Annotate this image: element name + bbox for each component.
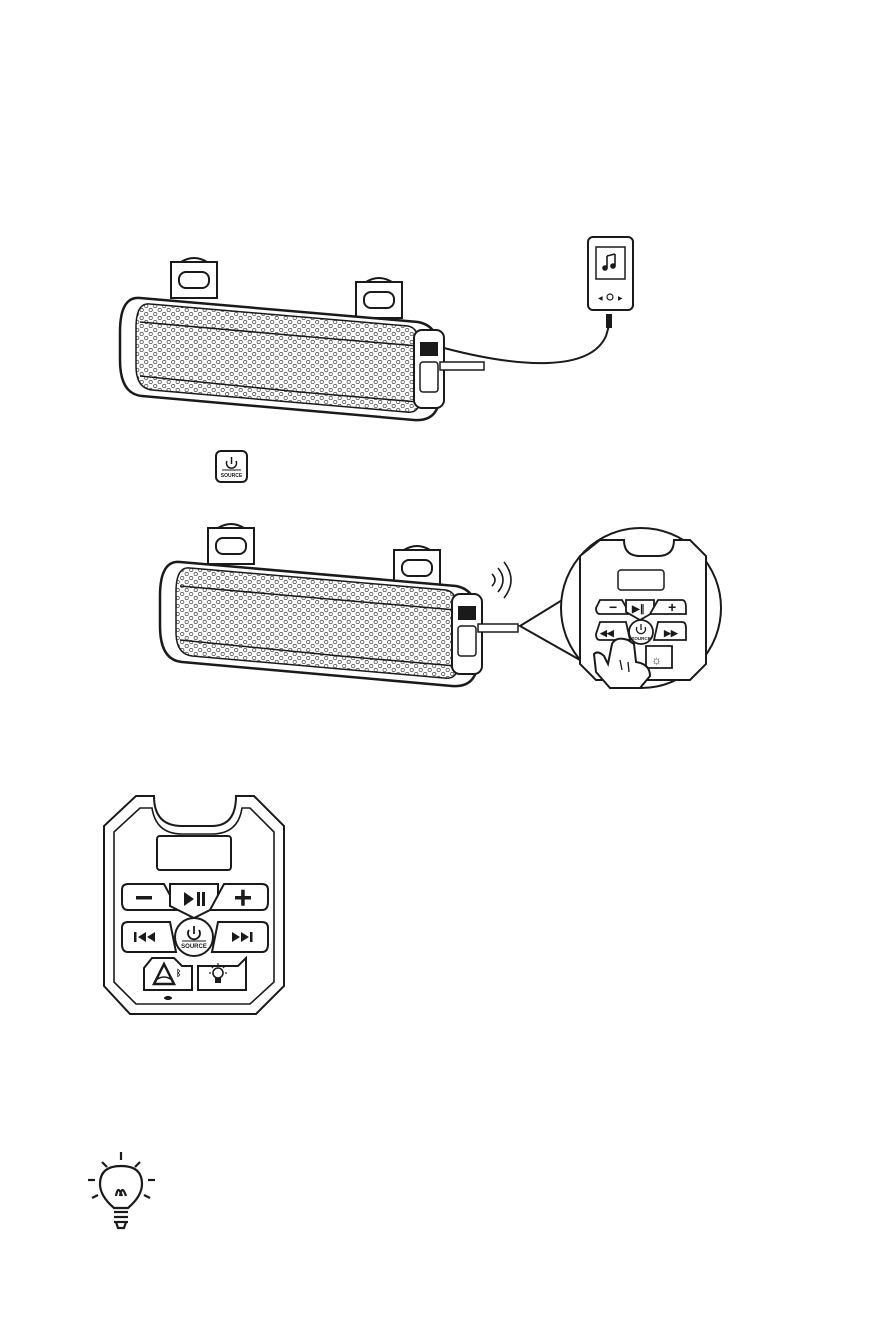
inline-source-label: SOURCE — [221, 473, 243, 479]
control-panel-diagram: SOURCE ᛒ — [104, 796, 284, 1014]
zoom-source-label: SOURCE — [631, 636, 650, 641]
svg-text:ᛒ: ᛒ — [176, 968, 181, 978]
mount-clamp-right — [356, 278, 402, 318]
svg-text:▶▶: ▶▶ — [663, 628, 679, 638]
speaker-bar-middle — [160, 524, 518, 686]
status-led — [164, 996, 172, 1000]
power-source-icon: SOURCE — [216, 451, 247, 482]
lightbulb-icon — [88, 1152, 155, 1228]
svg-text:◀◀: ◀◀ — [599, 628, 615, 638]
svg-text:+: + — [668, 599, 676, 615]
mount-rod — [478, 624, 518, 632]
control-zoom-callout: − ▶∥ + ◀◀ ▶▶ SOURCE ☼ — [520, 528, 721, 688]
svg-text:▶∥: ▶∥ — [631, 604, 645, 615]
next-track-button — [212, 922, 268, 952]
svg-text:▶: ▶ — [618, 296, 623, 302]
svg-text:◀: ◀ — [598, 296, 603, 302]
mount-clamp-left — [208, 524, 254, 564]
svg-text:−: − — [609, 599, 617, 615]
mount-rod — [440, 362, 484, 370]
aux-cable — [444, 322, 610, 363]
wireless-signal-icon — [492, 562, 511, 598]
display-window — [157, 836, 231, 870]
mount-clamp-left — [171, 258, 217, 298]
panel-source-label: SOURCE — [181, 944, 207, 950]
power-source-button: SOURCE — [175, 918, 213, 956]
previous-track-button — [122, 922, 176, 952]
music-player-device: ◀ ▶ — [588, 237, 633, 310]
speaker-bar-top — [120, 258, 612, 420]
svg-text:☼: ☼ — [651, 653, 662, 667]
